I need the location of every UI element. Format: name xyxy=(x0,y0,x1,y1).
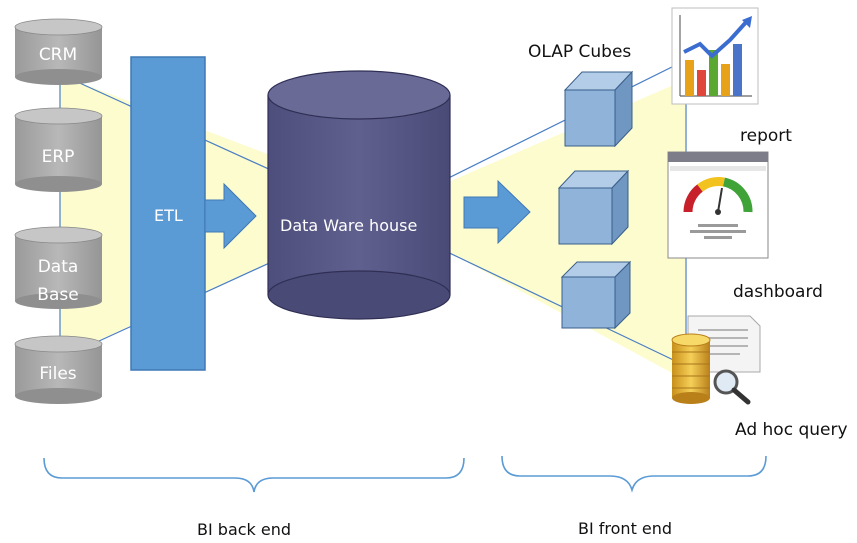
front-end-brace xyxy=(501,455,767,493)
source-cylinder-crm xyxy=(14,18,103,85)
bi-front-end-label: BI front end xyxy=(578,519,673,538)
dashboard-label: dashboard xyxy=(733,282,823,302)
source-cylinder-database xyxy=(14,226,103,309)
etl-arrow xyxy=(204,182,257,250)
report-label: report xyxy=(740,126,792,146)
source-label-crm: CRM xyxy=(38,45,78,65)
olap-cubes-label: OLAP Cubes xyxy=(528,42,632,62)
source-label-files: Files xyxy=(39,364,77,384)
source-cylinder-erp xyxy=(14,107,103,192)
bi-back-end-label: BI back end xyxy=(197,520,292,539)
dashboard-gauge-icon xyxy=(667,151,769,259)
olap-cube xyxy=(560,260,632,330)
source-label-erp: ERP xyxy=(41,147,75,167)
right-funnel xyxy=(430,80,685,380)
warehouse-to-cubes-arrow xyxy=(463,179,531,245)
adhoc-query-icon xyxy=(671,315,761,405)
etl-label: ETL xyxy=(154,206,183,225)
olap-cube xyxy=(563,70,634,148)
report-chart-icon xyxy=(671,7,759,105)
back-end-brace xyxy=(43,457,465,493)
source-label-database: Data Base xyxy=(37,257,79,305)
source-cylinder-files xyxy=(14,335,103,404)
olap-cube xyxy=(557,169,630,246)
data-warehouse-cylinder xyxy=(267,70,451,320)
adhoc-query-label: Ad hoc query xyxy=(735,420,848,440)
warehouse-label: Data Ware house xyxy=(280,216,418,235)
etl-block xyxy=(130,56,206,371)
